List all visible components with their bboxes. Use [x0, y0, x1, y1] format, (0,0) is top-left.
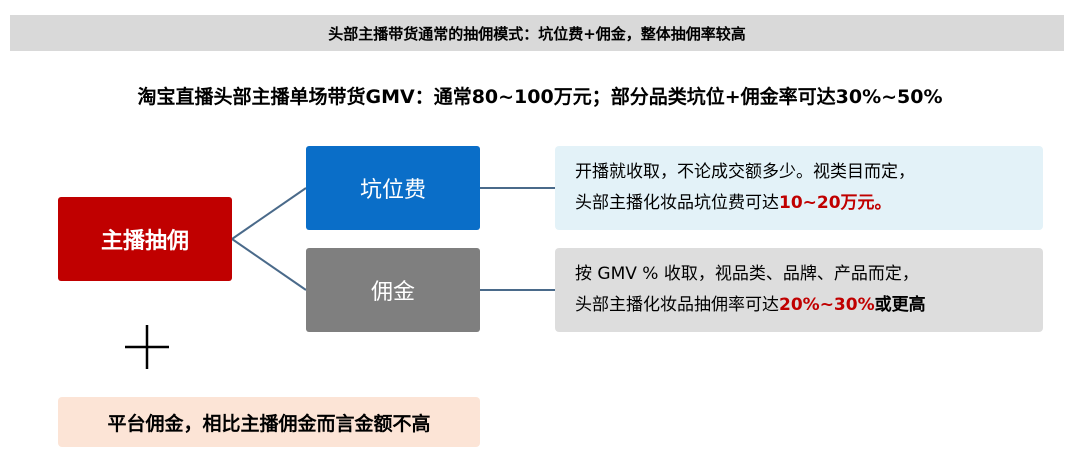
desc-commission-line2: 头部主播化妆品抽佣率可达20%~30%或更高 — [575, 290, 1043, 321]
desc-commission-line2-prefix: 头部主播化妆品抽佣率可达 — [575, 295, 779, 315]
branch-commission: 佣金 — [306, 248, 480, 332]
plus-icon — [125, 325, 169, 369]
branch-slot-fee-label: 坑位费 — [359, 178, 426, 203]
root-label: 主播抽佣 — [100, 229, 189, 254]
desc-commission-highlight: 20%~30% — [779, 295, 875, 315]
connector-root-to-b1 — [231, 187, 307, 240]
branch-commission-label: 佣金 — [370, 280, 415, 305]
desc-slot-fee-line2-prefix: 头部主播化妆品坑位费可达 — [575, 193, 779, 213]
desc-commission: 按 GMV % 收取，视品类、品牌、产品而定， 头部主播化妆品抽佣率可达20%~… — [555, 248, 1043, 332]
desc-commission-line1: 按 GMV % 收取，视品类、品牌、产品而定， — [575, 264, 919, 284]
footer-text: 平台佣金，相比主播佣金而言金额不高 — [107, 412, 431, 435]
subtitle: 淘宝直播头部主播单场带货GMV：通常80~100万元；部分品类坑位+佣金率可达3… — [137, 85, 943, 108]
header-bar: 头部主播带货通常的抽佣模式：坑位费+佣金，整体抽佣率较高 — [10, 15, 1064, 51]
desc-slot-fee-highlight: 10~20万元。 — [779, 193, 892, 213]
desc-commission-line2-suffix: 或更高 — [874, 295, 926, 315]
branch-slot-fee: 坑位费 — [306, 146, 480, 230]
platform-commission-note: 平台佣金，相比主播佣金而言金额不高 — [58, 397, 480, 447]
desc-slot-fee-line1: 开播就收取，不论成交额多少。视类目而定， — [575, 162, 915, 182]
header-title: 头部主播带货通常的抽佣模式：坑位费+佣金，整体抽佣率较高 — [328, 24, 746, 43]
desc-slot-fee-line2: 头部主播化妆品坑位费可达10~20万元。 — [575, 188, 1043, 219]
connector-root-to-b2 — [231, 238, 307, 291]
desc-slot-fee: 开播就收取，不论成交额多少。视类目而定， 头部主播化妆品坑位费可达10~20万元… — [555, 146, 1043, 230]
root-node: 主播抽佣 — [58, 197, 232, 281]
